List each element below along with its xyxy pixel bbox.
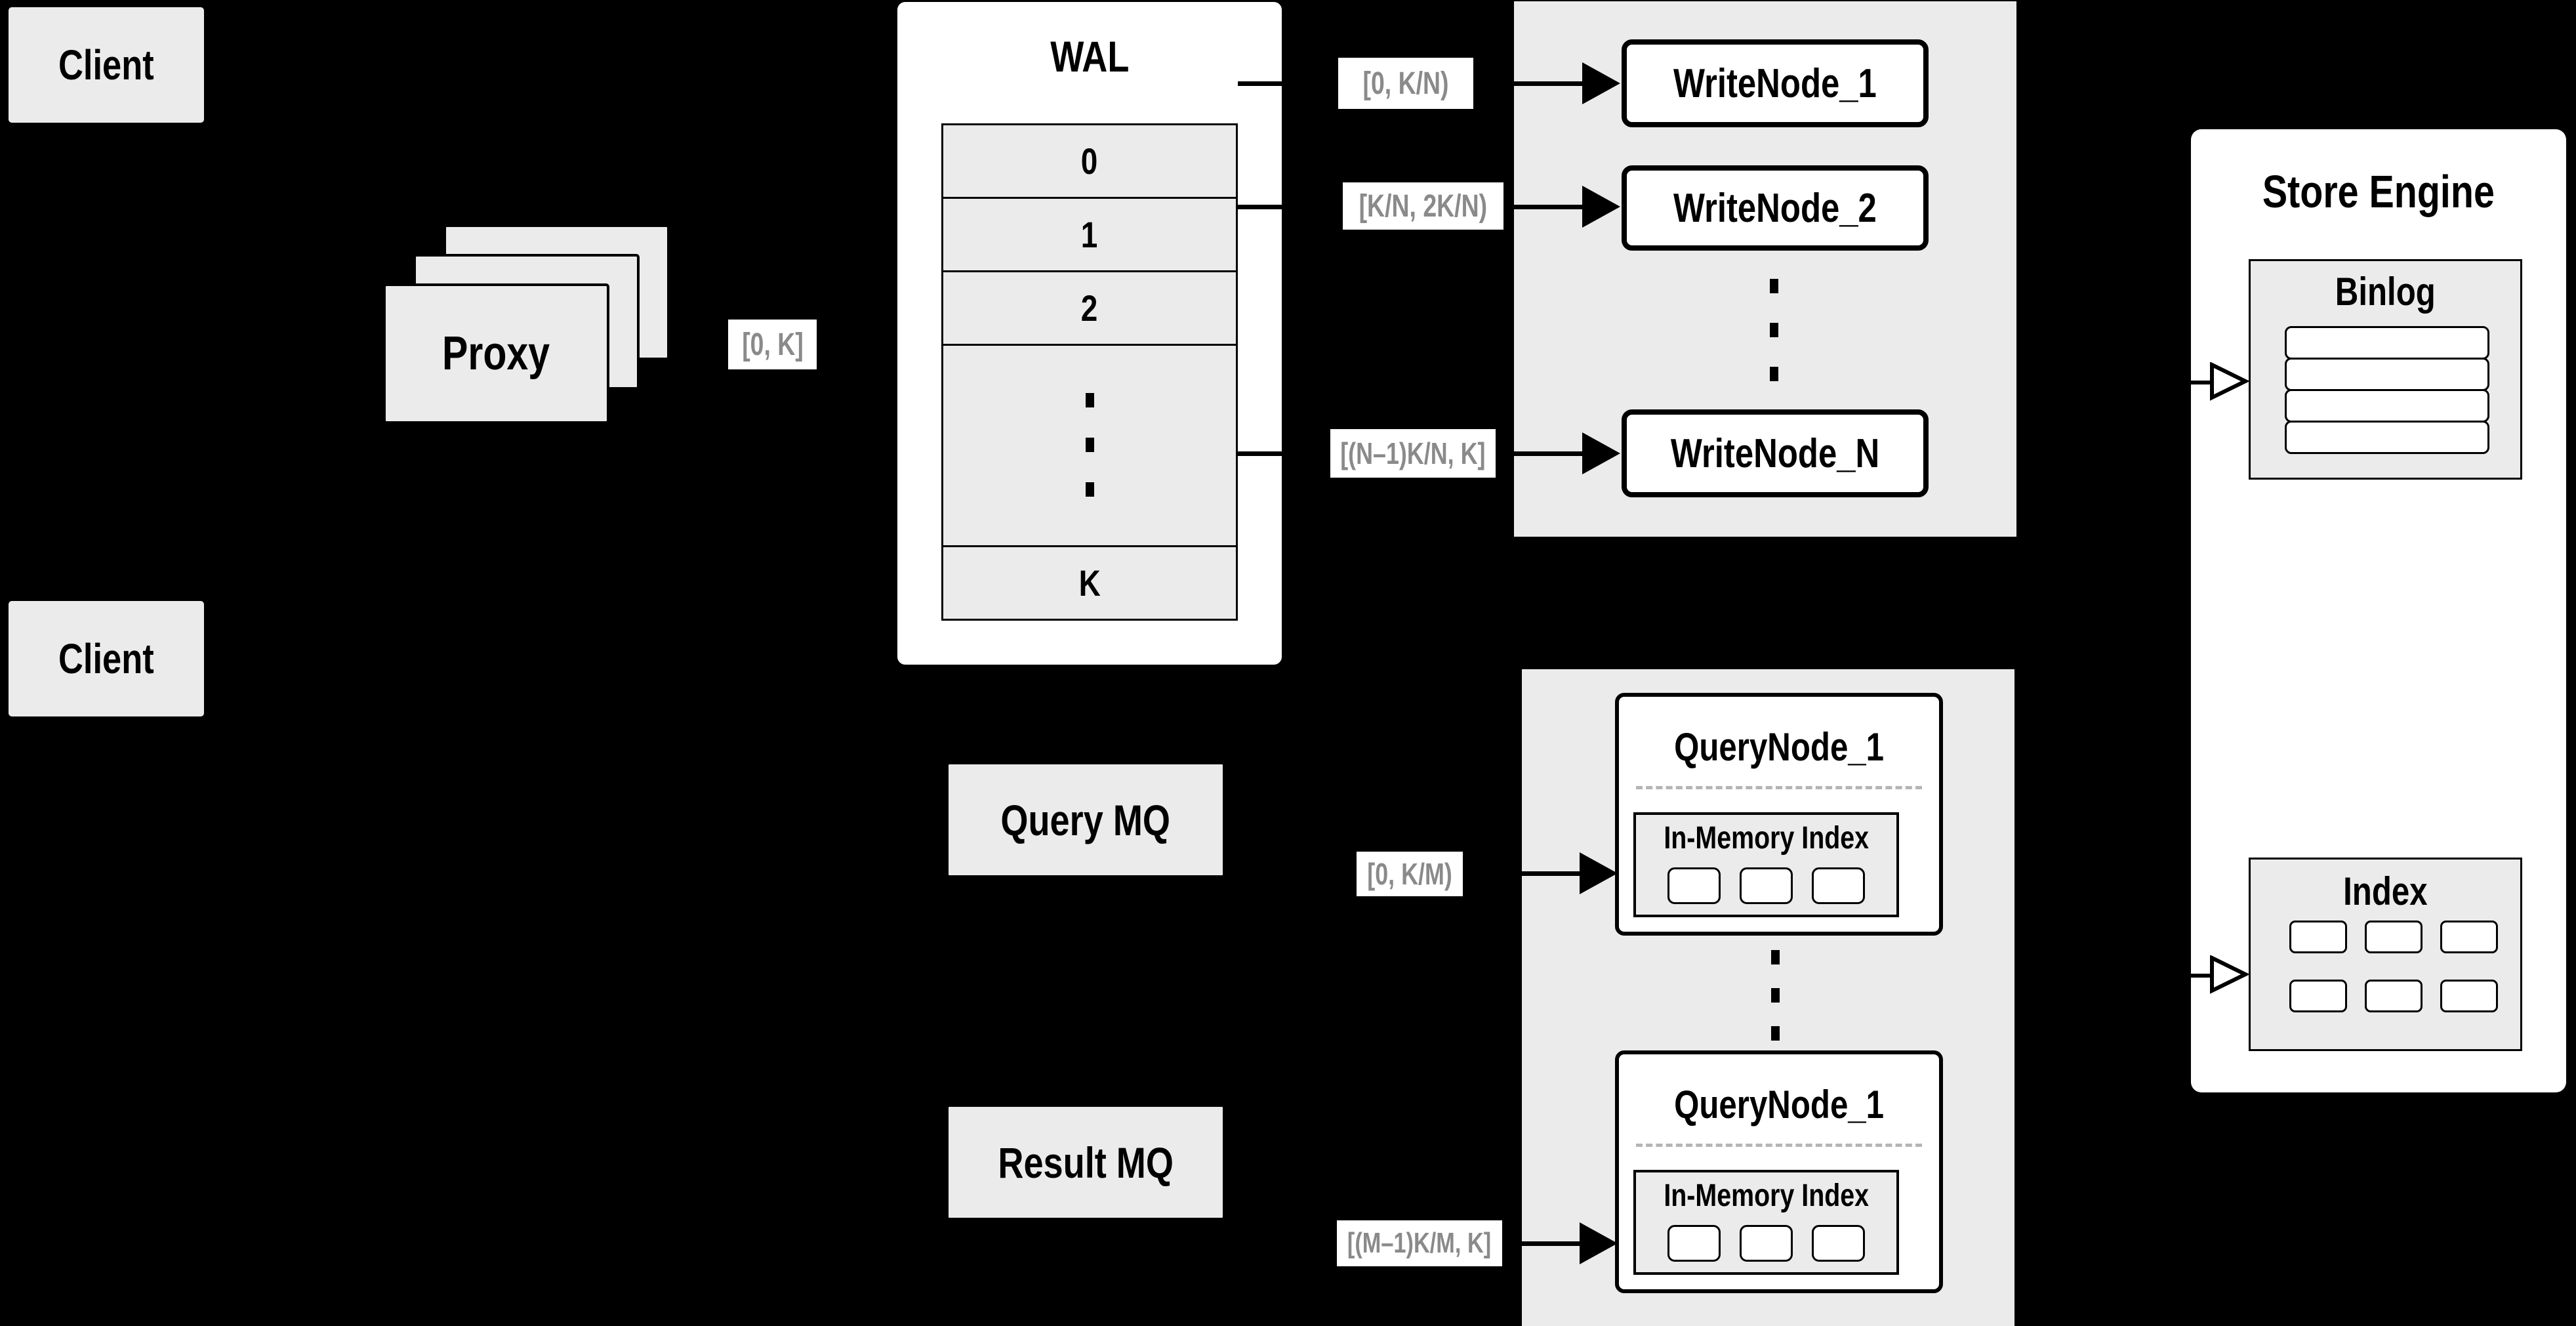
query-node-2: QueryNode_1 In-Memory Index [1615, 1050, 1943, 1293]
arrowhead-querynode-1 [1580, 852, 1618, 894]
index-box: Index [2249, 858, 2522, 1051]
index-cell [2365, 921, 2423, 953]
binlog-box: Binlog [2249, 259, 2522, 480]
wal-panel: WAL 0 1 2 K [897, 2, 1282, 665]
open-arrowhead-index-icon [2210, 955, 2249, 994]
query-node-2-title: QueryNode_1 [1674, 1083, 1884, 1127]
arrow-line-writenode-1 [1514, 81, 1582, 86]
write-range-label-2: [K/N, 2K/N) [1343, 182, 1503, 230]
memory-segment-cell [1812, 867, 1865, 904]
query-range-label-2: [(M–1)K/M, K] [1337, 1220, 1502, 1266]
index-cell [2289, 980, 2347, 1012]
client-top-label: Client [58, 41, 154, 89]
wal-segment-row-0: 0 [941, 123, 1238, 199]
index-cell [2440, 980, 2498, 1012]
wal-output-tick-2 [1238, 205, 1285, 209]
binlog-title: Binlog [2335, 270, 2436, 314]
wal-ellipsis-cell [941, 344, 1238, 547]
arrow-line-querynode-1 [1522, 871, 1580, 876]
write-node-1: WriteNode_1 [1622, 39, 1929, 127]
in-memory-index-title-1: In-Memory Index [1664, 821, 1869, 856]
binlog-row [2285, 389, 2489, 423]
wal-output-tick-1 [1238, 81, 1285, 86]
proxy-range-label: [0, K] [728, 320, 817, 369]
query-nodes-ellipsis-icon [1771, 950, 1780, 964]
memory-segment-cell [1740, 867, 1793, 904]
arrow-line-querynode-2 [1522, 1241, 1580, 1246]
arrowhead-writenode-2 [1582, 186, 1620, 228]
index-cell [2440, 921, 2498, 953]
memory-segment-cell [1812, 1225, 1865, 1262]
binlog-row [2285, 421, 2489, 454]
arrowhead-writenode-1 [1582, 62, 1620, 104]
write-range-label-3: [(N–1)K/N, K] [1330, 429, 1496, 478]
wal-segment-row-2: 2 [941, 270, 1238, 346]
index-title: Index [2343, 869, 2428, 913]
wal-segment-row-k: K [941, 545, 1238, 621]
wal-title: WAL [1050, 32, 1130, 81]
arrowhead-writenode-n [1582, 432, 1620, 474]
wal-ellipsis-icon [1085, 393, 1094, 498]
query-node-1-divider [1636, 786, 1922, 789]
write-range-label-1: [0, K/N) [1338, 58, 1473, 109]
memory-segment-cell [1667, 867, 1721, 904]
memory-segment-cell [1740, 1225, 1793, 1262]
index-cell [2289, 921, 2347, 953]
arrow-line-binlog [2191, 381, 2212, 384]
query-mq-box: Query MQ [947, 762, 1225, 877]
arrow-line-writenode-n [1514, 451, 1582, 456]
in-memory-index-box-2: In-Memory Index [1633, 1170, 1899, 1275]
query-node-1-title: QueryNode_1 [1674, 725, 1884, 769]
arrow-line-writenode-2 [1514, 205, 1582, 209]
proxy-card-front: Proxy [383, 283, 609, 424]
query-range-label-1: [0, K/M) [1357, 852, 1463, 896]
arrow-line-index [2191, 974, 2212, 978]
in-memory-index-title-2: In-Memory Index [1664, 1178, 1869, 1213]
write-node-n: WriteNode_N [1622, 409, 1929, 497]
store-engine-title: Store Engine [2262, 166, 2495, 217]
in-memory-index-box-1: In-Memory Index [1633, 812, 1899, 917]
wal-segment-row-1: 1 [941, 197, 1238, 272]
query-node-1: QueryNode_1 In-Memory Index [1615, 693, 1943, 936]
binlog-row [2285, 358, 2489, 391]
wal-segment-table: 0 1 2 K [941, 123, 1238, 621]
binlog-rows [2285, 326, 2489, 454]
query-node-2-divider [1636, 1144, 1922, 1147]
binlog-row [2285, 326, 2489, 360]
write-node-2: WriteNode_2 [1622, 165, 1929, 251]
write-nodes-ellipsis-icon [1770, 279, 1778, 293]
client-box-top: Client [7, 5, 206, 125]
wal-output-tick-3 [1238, 451, 1285, 456]
arrowhead-querynode-2 [1580, 1222, 1618, 1264]
open-arrowhead-binlog-icon [2210, 362, 2249, 401]
client-bottom-label: Client [58, 635, 154, 682]
store-engine-panel: Store Engine Binlog Index [2191, 129, 2566, 1092]
memory-segment-cell [1667, 1225, 1721, 1262]
index-cell [2365, 980, 2423, 1012]
result-mq-box: Result MQ [947, 1105, 1225, 1220]
proxy-label: Proxy [442, 327, 550, 380]
client-box-bottom: Client [7, 599, 206, 718]
